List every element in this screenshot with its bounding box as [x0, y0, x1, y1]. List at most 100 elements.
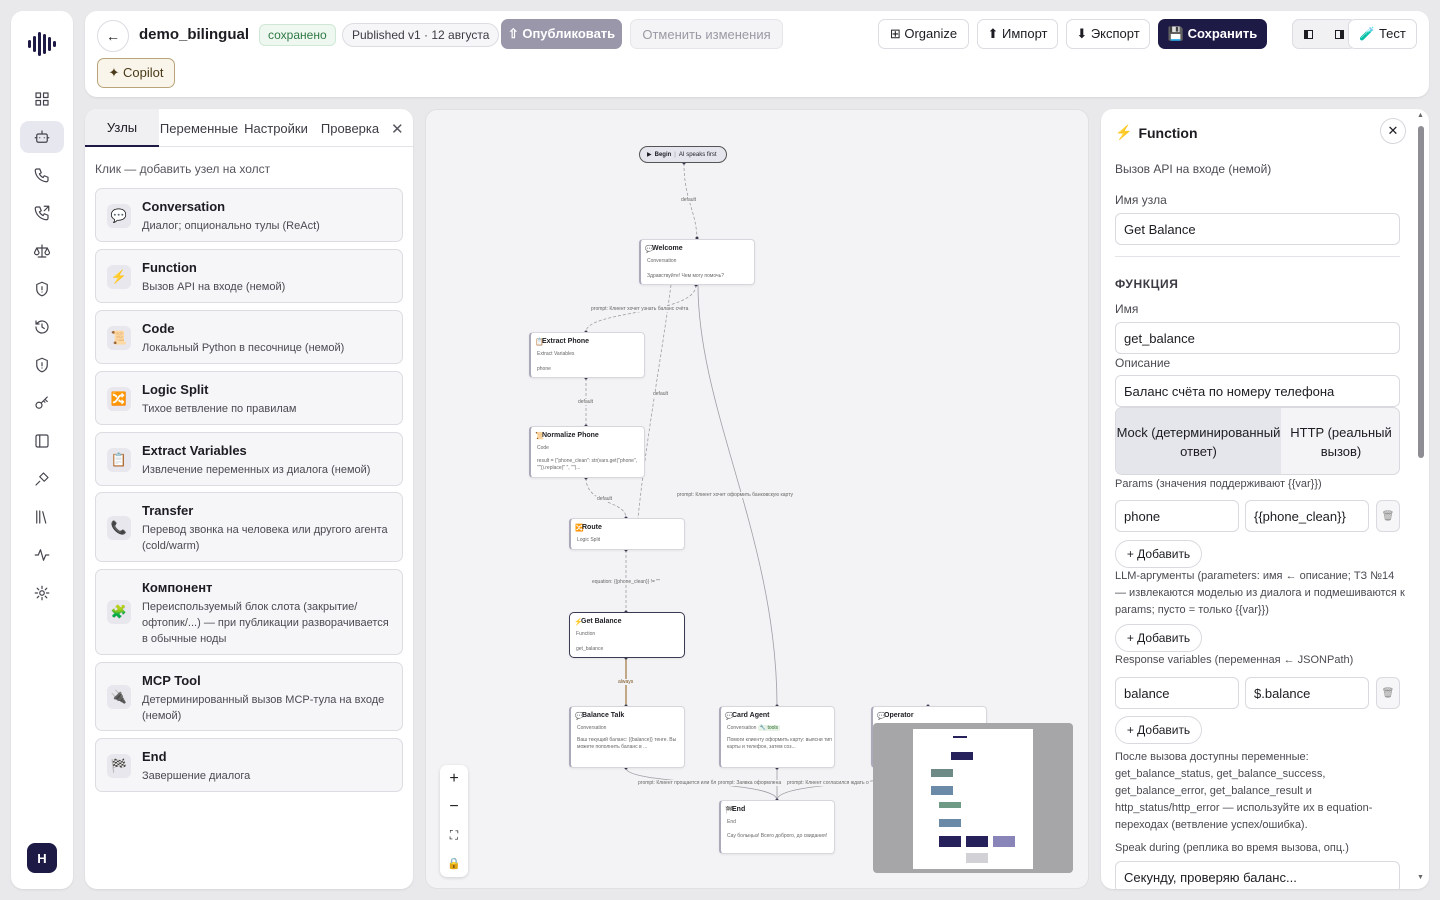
inspector-scrollbar[interactable]: ▲ ▼ [1417, 112, 1427, 886]
add-llm-arg-button[interactable]: + Добавить [1115, 624, 1202, 652]
mode-http-option[interactable]: HTTP (реальный вызов) [1290, 425, 1392, 459]
evaluation-nav[interactable] [20, 235, 64, 267]
flow-node-end[interactable]: 🏁 End End Сау болыңыз! Всего доброго, до… [719, 800, 835, 854]
tab-settings[interactable]: Настройки [244, 120, 308, 136]
node-type: Conversation 🔧 tools [727, 725, 781, 731]
flow-node-balance-talk[interactable]: 💬 Balance Talk Conversation Ваш текущий … [569, 706, 685, 768]
flow-canvas[interactable]: default prompt: Клиент хочет узнать бала… [425, 109, 1089, 889]
calls-nav[interactable] [20, 159, 64, 191]
inspector-subtitle: Вызов API на входе (немой) [1115, 162, 1272, 176]
flow-node-normalize-phone[interactable]: 📜 Normalize Phone Code result = {"phone_… [529, 426, 645, 478]
import-button[interactable]: ⬆ Импорт [977, 19, 1058, 49]
begin-node[interactable]: ▶Begin|AI speaks first [639, 146, 727, 163]
zoom-out-button[interactable]: − [449, 798, 459, 815]
node-type: Conversation [647, 258, 677, 264]
integrations-nav[interactable] [20, 463, 64, 495]
right-panel-toggle-icon[interactable] [1335, 29, 1344, 39]
copilot-button[interactable]: ✦ Copilot [97, 58, 175, 88]
agents-nav[interactable] [20, 121, 64, 153]
node-body: Помоги клиенту оформить карту: выясни ти… [727, 737, 832, 750]
publish-button[interactable]: ⇧ Опубликовать [501, 19, 622, 49]
node-type: Extract Variables [537, 351, 575, 357]
left-panel-toggle-icon[interactable] [1304, 29, 1313, 39]
flow-node-get-balance[interactable]: ⚡ Get Balance Function get_balance [569, 612, 685, 658]
speak-during-input[interactable]: Секунду, проверяю баланс... [1115, 861, 1400, 889]
shield-check-icon [36, 357, 48, 373]
add-param-button[interactable]: + Добавить [1115, 540, 1202, 568]
panel-toggle[interactable] [1292, 19, 1356, 49]
back-button[interactable]: ← [97, 20, 129, 52]
close-button[interactable]: ✕ [1380, 118, 1406, 144]
minimap[interactable] [873, 723, 1073, 873]
library-nav[interactable] [20, 501, 64, 533]
flow-node-welcome[interactable]: 💬 Welcome Conversation Здравствуйте! Чем… [639, 239, 755, 285]
security-nav[interactable] [20, 349, 64, 381]
scroll-up-icon[interactable]: ▲ [1417, 112, 1424, 119]
fit-view-button[interactable]: ⛶ [449, 827, 459, 842]
edge-welcome-card[interactable] [697, 284, 778, 707]
description-input[interactable]: Баланс счёта по номеру телефона [1115, 375, 1400, 407]
trash-icon[interactable]: 🗑 [1376, 500, 1400, 532]
test-button[interactable]: 🧪 Тест [1348, 19, 1417, 49]
scroll-down-icon[interactable]: ▼ [1417, 874, 1424, 881]
avatar[interactable]: H [27, 843, 57, 873]
edge-welcome-extract[interactable] [585, 284, 697, 333]
card-desc: Завершение диалога [142, 770, 251, 782]
param-value-input[interactable]: {{phone_clean}} [1245, 500, 1369, 532]
lock-button[interactable]: 🔒 [447, 857, 461, 870]
plug-icon: 🔌 [107, 685, 131, 709]
export-button[interactable]: ⬇ Экспорт [1066, 19, 1150, 49]
zoom-in-button[interactable]: + [449, 770, 459, 787]
function-name-input[interactable]: get_balance [1115, 322, 1400, 354]
history-nav[interactable] [20, 311, 64, 343]
tab-validation[interactable]: Проверка [320, 120, 380, 136]
param-key-input[interactable]: phone [1115, 500, 1239, 532]
add-response-var-button[interactable]: + Добавить [1115, 716, 1202, 744]
dashboard-nav[interactable] [20, 83, 64, 115]
trash-icon[interactable]: 🗑 [1376, 677, 1400, 709]
edge-welcome-route[interactable] [637, 284, 672, 519]
flow-node-extract-phone[interactable]: 📋 Extract Phone Extract Variables phone [529, 332, 645, 378]
puzzle-icon: 🧩 [107, 600, 131, 624]
response-path-input[interactable]: $.balance [1245, 677, 1369, 709]
flow-node-card-agent[interactable]: 💬 Card Agent Conversation 🔧 tools Помоги… [719, 706, 835, 768]
organize-button[interactable]: ⊞ Organize [878, 19, 969, 49]
node-title: Balance Talk [582, 712, 625, 719]
analytics-nav[interactable] [20, 539, 64, 571]
save-button[interactable]: 💾 Сохранить [1158, 19, 1267, 49]
guardrails-nav[interactable] [20, 273, 64, 305]
keys-nav[interactable] [20, 387, 64, 419]
inspector-title-text: Function [1138, 124, 1198, 141]
edge-begin-welcome[interactable] [683, 162, 698, 239]
revert-button[interactable]: Отменить изменения [630, 19, 783, 49]
flow-node-route[interactable]: 🔀 Route Logic Split [569, 518, 685, 550]
lightning-icon: ⚡ [1115, 124, 1133, 140]
card-title: MCP Tool [142, 673, 201, 688]
flag-icon: 🏁 [107, 754, 131, 778]
node-name-input[interactable]: Get Balance [1115, 213, 1400, 245]
layout-nav[interactable] [20, 425, 64, 457]
card-title: Transfer [142, 503, 194, 518]
response-var-input[interactable]: balance [1115, 677, 1239, 709]
phone-icon: 📞 [107, 516, 131, 540]
close-icon[interactable]: ✕ [391, 121, 404, 138]
tab-nodes[interactable]: Узлы [85, 109, 159, 147]
card-title: Conversation [142, 199, 226, 214]
card-desc: Локальный Python в песочнице (немой) [142, 342, 345, 354]
scrollbar-thumb[interactable] [1418, 126, 1424, 458]
settings-nav[interactable] [20, 577, 64, 609]
minimap-node [939, 802, 961, 808]
tab-variables[interactable]: Переменные [159, 120, 239, 136]
node-title: Welcome [652, 245, 683, 252]
mode-mock-option[interactable]: Mock (детерминированный ответ) [1116, 408, 1281, 474]
outbound-nav[interactable] [20, 197, 64, 229]
